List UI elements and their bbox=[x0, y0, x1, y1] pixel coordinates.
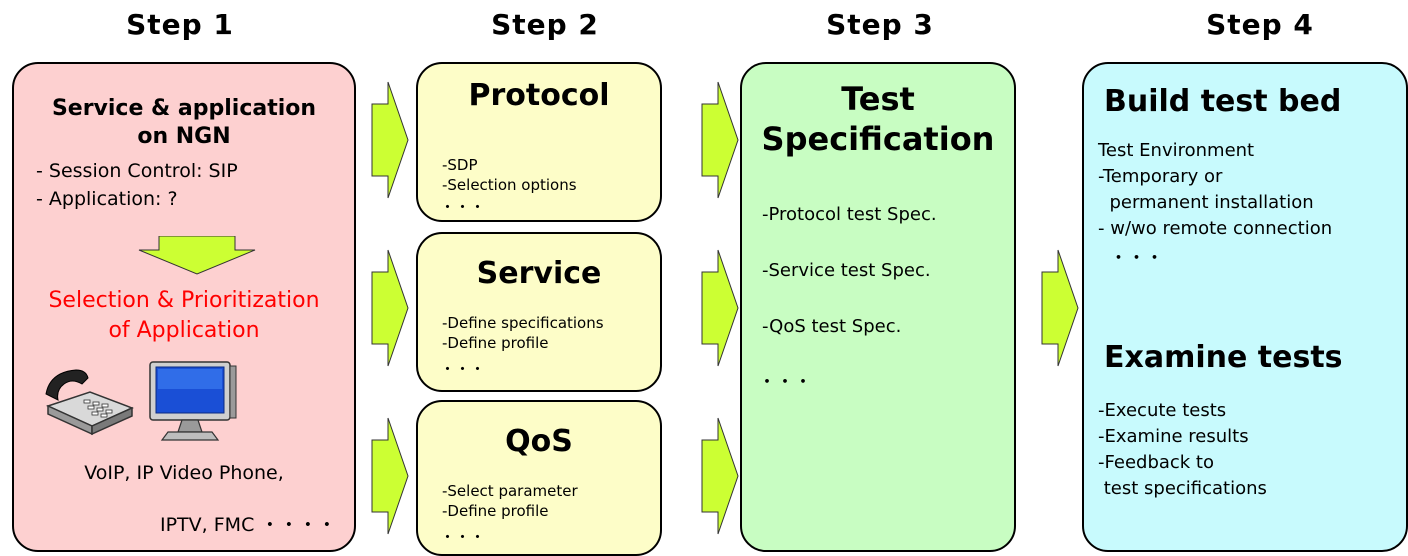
service-item: -Define specifications bbox=[442, 314, 604, 332]
step3-title-line2: Specification bbox=[761, 120, 995, 158]
service-title: Service bbox=[476, 256, 602, 291]
right-arrow-icon bbox=[701, 417, 739, 535]
right-arrow-icon bbox=[701, 81, 739, 199]
step1-highlight-line1: Selection & Prioritization bbox=[48, 288, 320, 313]
step1-heading-line2: on NGN bbox=[137, 124, 231, 149]
protocol-item: ・・・ bbox=[440, 198, 486, 216]
build-item: Test Environment bbox=[1098, 140, 1255, 161]
build-test-bed-title: Build test bed bbox=[1104, 84, 1342, 119]
monitor-icon bbox=[149, 361, 237, 441]
down-arrow-icon bbox=[138, 236, 256, 275]
right-arrow-icon bbox=[1041, 249, 1079, 367]
right-arrow-icon bbox=[701, 249, 739, 367]
step1-item: - Session Control: SIP bbox=[36, 160, 238, 182]
step3-title-line1: Test bbox=[841, 80, 915, 118]
step-3-title: Step 3 bbox=[826, 8, 934, 41]
protocol-item: -Selection options bbox=[442, 176, 577, 194]
step3-box: Test Specification -Protocol test Spec. … bbox=[740, 62, 1016, 552]
step4-box: Build test bed Test Environment -Tempora… bbox=[1082, 62, 1408, 552]
step-2-title: Step 2 bbox=[491, 8, 599, 41]
step3-item: -Service test Spec. bbox=[762, 260, 931, 281]
protocol-item: -SDP bbox=[442, 156, 478, 174]
step2-service-box: Service -Define specifications -Define p… bbox=[416, 232, 662, 392]
step3-item: -Protocol test Spec. bbox=[762, 204, 937, 225]
exam-item: -Feedback to bbox=[1098, 452, 1215, 473]
service-item: ・・・ bbox=[440, 360, 486, 378]
right-arrow-icon bbox=[371, 249, 409, 367]
right-arrow-icon bbox=[371, 81, 409, 199]
build-item: ・・・ bbox=[1098, 248, 1164, 269]
build-item: -Temporary or bbox=[1098, 166, 1223, 187]
right-arrow-icon bbox=[371, 417, 409, 535]
telephone-icon bbox=[45, 369, 134, 436]
service-item: -Define profile bbox=[442, 334, 549, 352]
step2-protocol-box: Protocol -SDP -Selection options ・・・ bbox=[416, 62, 662, 222]
build-item: - w/wo remote connection bbox=[1098, 218, 1333, 239]
step-1-title: Step 1 bbox=[126, 8, 234, 41]
exam-item: test specifications bbox=[1098, 478, 1267, 499]
protocol-title: Protocol bbox=[468, 78, 610, 113]
step1-item: - Application: ? bbox=[36, 188, 178, 210]
qos-item: ・・・ bbox=[440, 528, 486, 546]
step3-item: -QoS test Spec. bbox=[762, 316, 902, 337]
qos-item: -Select parameter bbox=[442, 482, 578, 500]
step1-box: Service & application on NGN - Session C… bbox=[12, 62, 356, 552]
step1-heading-line1: Service & application bbox=[51, 96, 317, 121]
step2-qos-box: QoS -Select parameter -Define profile ・・… bbox=[416, 400, 662, 556]
step1-highlight-line2: of Application bbox=[108, 318, 260, 343]
exam-item: -Execute tests bbox=[1098, 400, 1227, 421]
build-item: permanent installation bbox=[1098, 192, 1314, 213]
qos-item: -Define profile bbox=[442, 502, 549, 520]
exam-item: -Examine results bbox=[1098, 426, 1249, 447]
step1-examples-line1: VoIP, IP Video Phone, bbox=[84, 462, 284, 484]
step-4-title: Step 4 bbox=[1206, 8, 1314, 41]
step3-item: ・・・ bbox=[758, 372, 812, 393]
step1-examples-line2: IPTV, FMC ・・・・ bbox=[160, 514, 337, 536]
qos-title: QoS bbox=[505, 424, 573, 459]
examine-tests-title: Examine tests bbox=[1104, 340, 1343, 375]
